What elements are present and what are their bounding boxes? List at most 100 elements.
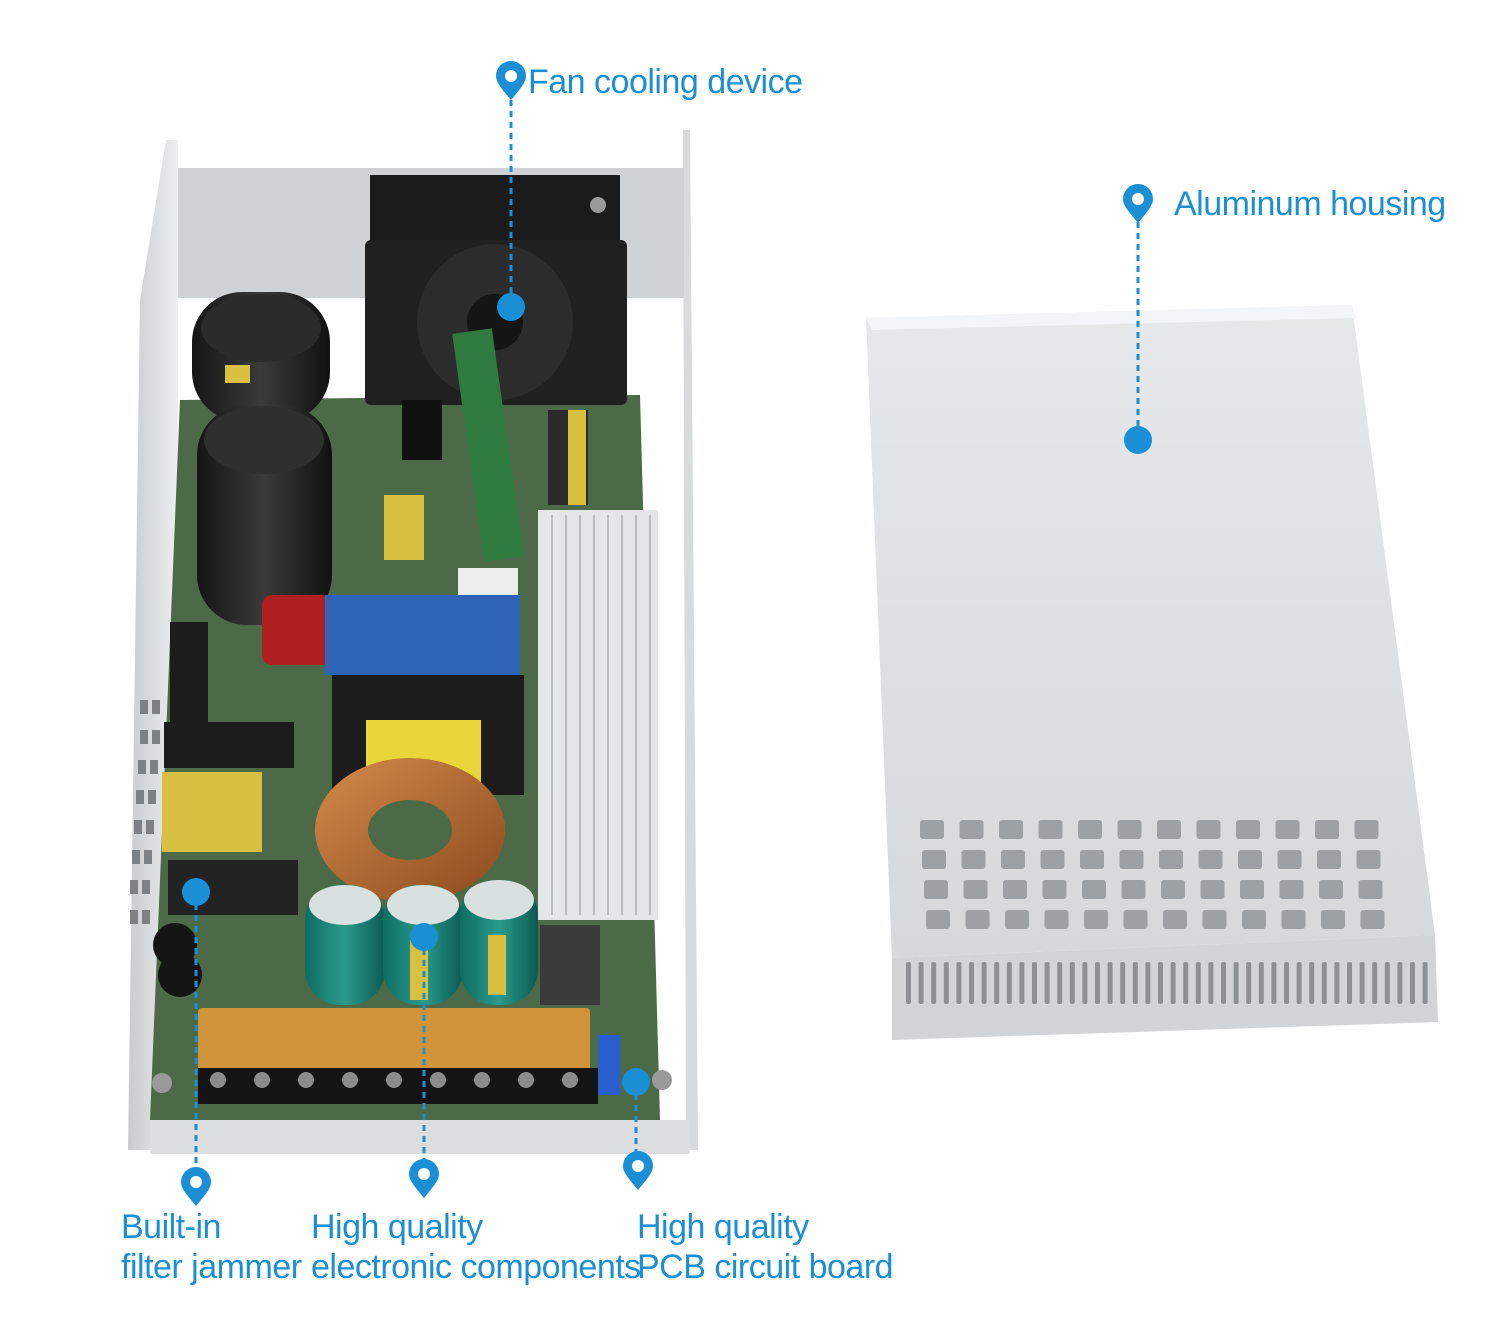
vent-slot bbox=[1284, 962, 1289, 1004]
vent-hole bbox=[1082, 880, 1106, 899]
fan-cooling-text: Fan cooling device bbox=[528, 63, 803, 101]
vent-hole bbox=[926, 910, 950, 929]
chassis-right-wall bbox=[683, 130, 698, 1150]
vent-hole bbox=[1117, 820, 1142, 839]
vent-slot bbox=[943, 962, 949, 1004]
control-board bbox=[452, 328, 524, 562]
vent-hole bbox=[965, 910, 990, 929]
location-pin-icon bbox=[623, 1151, 653, 1190]
electronic-components-line2: electronic components bbox=[311, 1248, 641, 1286]
vent-hole bbox=[963, 880, 988, 899]
vent-hole bbox=[1277, 850, 1302, 869]
vent-slot bbox=[1372, 962, 1378, 1004]
location-pin-icon bbox=[496, 61, 526, 100]
aluminum-housing-text: Aluminum housing bbox=[1174, 185, 1446, 223]
pcb-board-label: High quality PCB circuit board bbox=[637, 1207, 894, 1287]
chassis-floor bbox=[150, 1120, 690, 1154]
vent-hole bbox=[1360, 910, 1385, 929]
vent-slot bbox=[1145, 962, 1151, 1004]
vent-slot bbox=[1107, 962, 1113, 1004]
vent-slot bbox=[1422, 962, 1428, 1004]
vent-hole bbox=[1040, 850, 1065, 869]
vent-hole bbox=[922, 850, 946, 869]
vent-slot bbox=[1082, 962, 1088, 1004]
vent-hole bbox=[1317, 850, 1341, 869]
vent-slot bbox=[969, 962, 974, 1004]
vent-slot bbox=[1132, 962, 1138, 1004]
callout-pcb bbox=[622, 1068, 653, 1190]
vent-hole bbox=[1321, 910, 1345, 929]
toroid-inductor bbox=[315, 758, 505, 902]
small-components bbox=[153, 400, 588, 997]
vent-hole bbox=[1119, 850, 1144, 869]
bulk-capacitors bbox=[192, 292, 332, 625]
vent-slot bbox=[1183, 962, 1189, 1004]
vent-slot bbox=[1221, 962, 1226, 1004]
fan-cooling-label: Fan cooling device bbox=[528, 62, 803, 102]
vent-slot bbox=[918, 962, 924, 1004]
power-supply-unit bbox=[128, 130, 698, 1154]
vent-hole bbox=[1279, 880, 1304, 899]
vent-hole bbox=[1358, 880, 1383, 899]
vent-slot bbox=[1384, 962, 1390, 1004]
electronic-components-label: High quality electronic components bbox=[311, 1207, 641, 1287]
vent-slot bbox=[1170, 962, 1176, 1004]
vent-slot bbox=[1321, 962, 1327, 1004]
lid-perforation-grid bbox=[920, 820, 1385, 929]
vent-hole bbox=[1238, 850, 1262, 869]
location-pin-icon bbox=[409, 1159, 439, 1198]
terminal-block bbox=[152, 1008, 672, 1104]
vent-hole bbox=[1157, 820, 1181, 839]
vent-hole bbox=[1198, 850, 1223, 869]
vent-hole bbox=[1159, 850, 1183, 869]
vent-slot bbox=[1044, 962, 1050, 1004]
vent-hole bbox=[1080, 850, 1104, 869]
filter-jammer-line1: Built-in bbox=[121, 1208, 221, 1246]
lid-front-lip bbox=[892, 935, 1438, 1040]
vent-hole bbox=[1196, 820, 1221, 839]
vent-hole bbox=[1202, 910, 1227, 929]
vent-slot bbox=[956, 962, 962, 1004]
lid-slot-vents bbox=[906, 962, 1428, 1004]
vent-slot bbox=[1069, 962, 1075, 1004]
vent-hole bbox=[1163, 910, 1187, 929]
vent-hole bbox=[1354, 820, 1379, 839]
aluminum-housing-label: Aluminum housing bbox=[1174, 184, 1446, 224]
vent-slot bbox=[1208, 962, 1214, 1004]
vent-hole bbox=[1240, 880, 1264, 899]
vent-hole bbox=[1042, 880, 1067, 899]
lid-top-surface bbox=[866, 305, 1435, 958]
vent-hole bbox=[1123, 910, 1148, 929]
vent-hole bbox=[1200, 880, 1225, 899]
vent-slot bbox=[1195, 962, 1201, 1004]
callout-fan bbox=[496, 61, 526, 321]
vent-slot bbox=[1120, 962, 1126, 1004]
left-wall-vents bbox=[130, 700, 160, 924]
vent-hole bbox=[1281, 910, 1306, 929]
vent-hole bbox=[1078, 820, 1102, 839]
vent-hole bbox=[999, 820, 1023, 839]
vent-slot bbox=[1158, 962, 1163, 1004]
vent-hole bbox=[1315, 820, 1339, 839]
vent-hole bbox=[1084, 910, 1108, 929]
vent-hole bbox=[959, 820, 984, 839]
vent-slot bbox=[1032, 962, 1037, 1004]
vent-slot bbox=[1019, 962, 1025, 1004]
vent-hole bbox=[1001, 850, 1025, 869]
electronic-components-line1: High quality bbox=[311, 1208, 483, 1246]
vent-slot bbox=[1258, 962, 1264, 1004]
vent-hole bbox=[1121, 880, 1146, 899]
vent-hole bbox=[920, 820, 944, 839]
vent-hole bbox=[1161, 880, 1185, 899]
filter-jammer-line2: filter jammer bbox=[121, 1248, 302, 1286]
vent-slot bbox=[1233, 962, 1239, 1004]
vent-hole bbox=[1275, 820, 1300, 839]
pcb-board-line1: High quality bbox=[637, 1208, 809, 1246]
lid-rim bbox=[866, 305, 1356, 330]
vent-slot bbox=[1347, 962, 1352, 1004]
aluminum-heatsink bbox=[538, 510, 658, 1005]
vent-slot bbox=[994, 962, 1000, 1004]
vent-hole bbox=[1319, 880, 1343, 899]
aluminum-housing-lid bbox=[866, 305, 1438, 1040]
